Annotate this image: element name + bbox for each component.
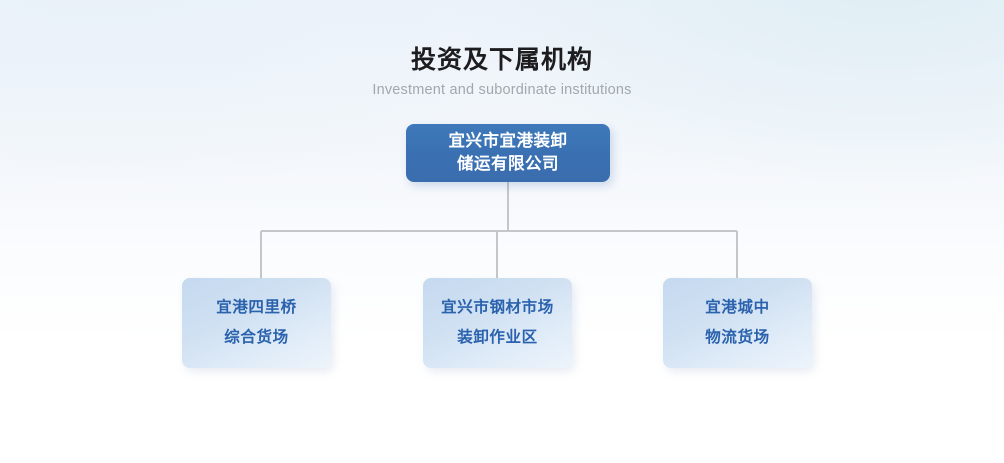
org-node-root[interactable]: 宜兴市宜港装卸 储运有限公司 <box>406 124 610 182</box>
org-node-child-1[interactable]: 宜兴市钢材市场 装卸作业区 <box>423 278 572 368</box>
org-node-child-0-line-1: 宜港四里桥 <box>216 299 297 316</box>
org-node-root-line-2: 储运有限公司 <box>457 155 559 173</box>
page-title: 投资及下属机构 <box>410 46 593 74</box>
page-heading: 投资及下属机构 Investment and subordinate insti… <box>0 44 1004 99</box>
page-subtitle: Investment and subordinate institutions <box>372 82 632 98</box>
org-node-child-1-line-1: 宜兴市钢材市场 <box>441 299 554 316</box>
org-node-child-1-line-2: 装卸作业区 <box>457 329 538 346</box>
org-node-child-0-line-2: 综合货场 <box>224 329 289 346</box>
org-node-child-2-line-2: 物流货场 <box>705 329 770 346</box>
org-node-child-0[interactable]: 宜港四里桥 综合货场 <box>182 278 331 368</box>
org-node-root-line-1: 宜兴市宜港装卸 <box>448 132 568 150</box>
org-node-child-2-line-1: 宜港城中 <box>705 299 770 316</box>
org-node-child-2[interactable]: 宜港城中 物流货场 <box>663 278 812 368</box>
